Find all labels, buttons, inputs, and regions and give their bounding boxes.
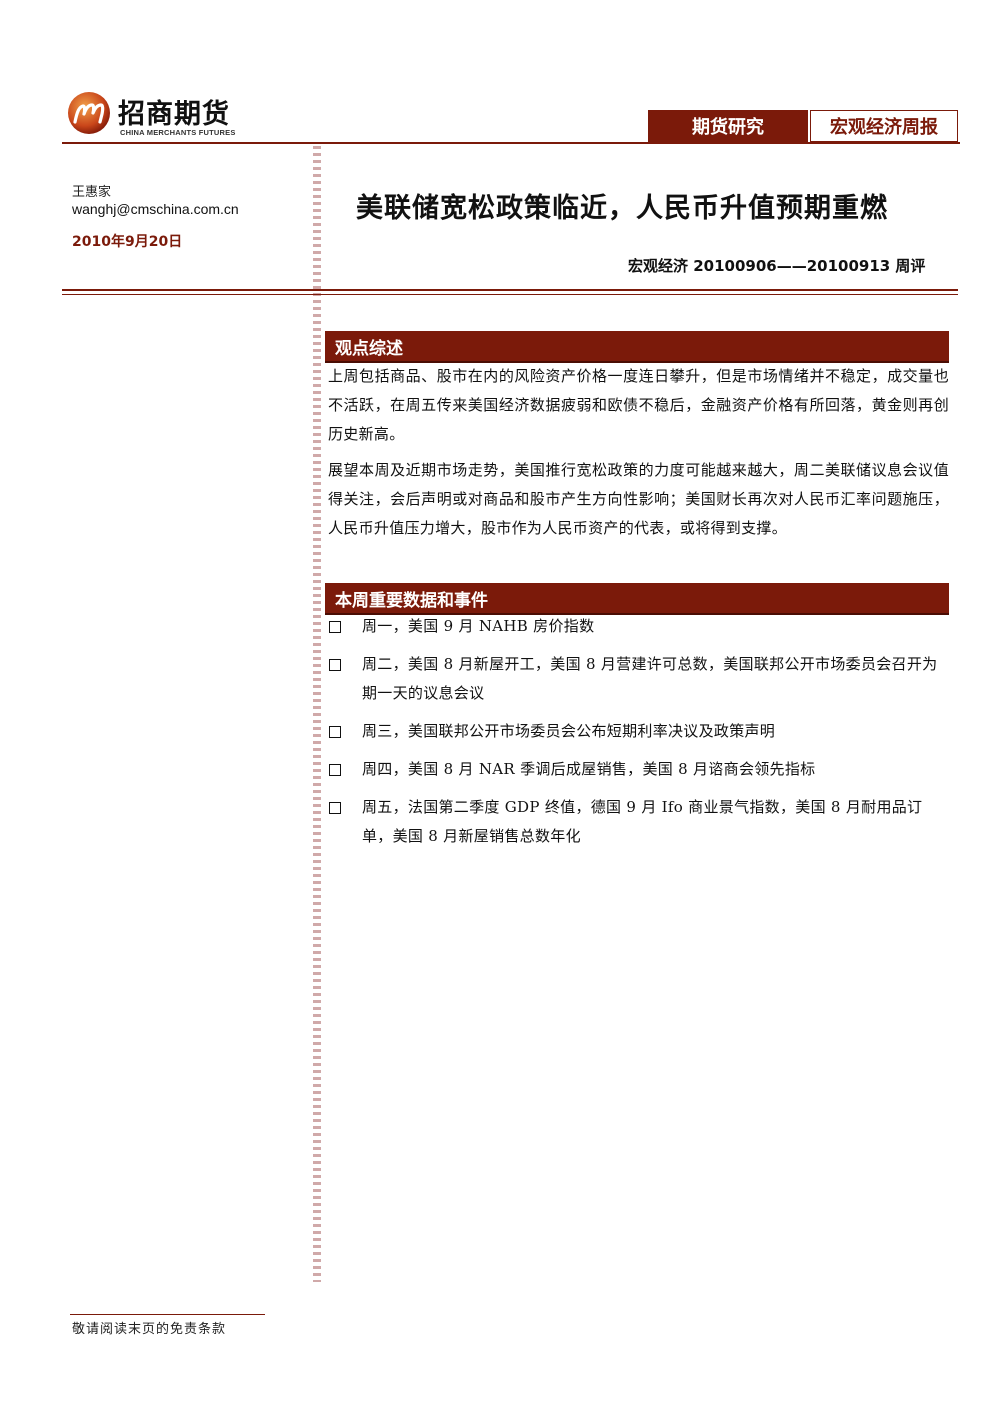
company-logo: 招商期货 CHINA MERCHANTS FUTURES bbox=[66, 90, 256, 140]
report-date: 2010年9月20日 bbox=[72, 234, 183, 250]
events-list: 周一，美国 9 月 NAHB 房价指数 周二，美国 8 月新屋开工，美国 8 月… bbox=[326, 612, 950, 860]
list-item: 周四，美国 8 月 NAR 季调后成屋销售，美国 8 月谘商会领先指标 bbox=[326, 755, 950, 784]
logo-name-cn: 招商期货 bbox=[118, 99, 230, 130]
title-rule-thick bbox=[62, 289, 958, 291]
event-text: 周三，美国联邦公开市场委员会公布短期利率决议及政策声明 bbox=[362, 722, 776, 740]
event-text: 周二，美国 8 月新屋开工，美国 8 月营建许可总数，美国联邦公开市场委员会召开… bbox=[362, 655, 938, 702]
checkbox-bullet-icon bbox=[329, 659, 341, 671]
overview-paragraph: 展望本周及近期市场走势，美国推行宽松政策的力度可能越来越大，周二美联储议息会议值… bbox=[328, 461, 949, 537]
column-divider bbox=[313, 146, 321, 1282]
tab-futures-research: 期货研究 bbox=[648, 110, 808, 142]
checkbox-bullet-icon bbox=[329, 726, 341, 738]
list-item: 周五，法国第二季度 GDP 终值，德国 9 月 Ifo 商业景气指数，美国 8 … bbox=[326, 793, 950, 851]
section-heading-events: 本周重要数据和事件 bbox=[325, 583, 949, 615]
author-email: wanghj@cmschina.com.cn bbox=[72, 201, 239, 217]
section-heading-overview: 观点综述 bbox=[325, 331, 949, 363]
event-text: 周四，美国 8 月 NAR 季调后成屋销售，美国 8 月谘商会领先指标 bbox=[362, 760, 816, 778]
event-text: 周五，法国第二季度 GDP 终值，德国 9 月 Ifo 商业景气指数，美国 8 … bbox=[362, 798, 923, 845]
document-title: 美联储宽松政策临近，人民币升值预期重燃 bbox=[356, 193, 888, 224]
list-item: 周三，美国联邦公开市场委员会公布短期利率决议及政策声明 bbox=[326, 717, 950, 746]
list-item: 周一，美国 9 月 NAHB 房价指数 bbox=[326, 612, 950, 641]
author-name: 王惠家 bbox=[72, 185, 112, 200]
cmf-logo-icon bbox=[68, 92, 110, 134]
checkbox-bullet-icon bbox=[329, 802, 341, 814]
header-divider bbox=[62, 142, 960, 144]
footer-divider bbox=[70, 1314, 265, 1315]
checkbox-bullet-icon bbox=[329, 621, 341, 633]
overview-paragraph: 上周包括商品、股市在内的风险资产价格一度连日攀升，但是市场情绪并不稳定，成交量也… bbox=[328, 367, 949, 443]
list-item: 周二，美国 8 月新屋开工，美国 8 月营建许可总数，美国联邦公开市场委员会召开… bbox=[326, 650, 950, 708]
event-text: 周一，美国 9 月 NAHB 房价指数 bbox=[362, 617, 595, 635]
title-rule-thin bbox=[62, 294, 958, 295]
checkbox-bullet-icon bbox=[329, 764, 341, 776]
footer-disclaimer: 敬请阅读末页的免责条款 bbox=[72, 1322, 227, 1337]
logo-name-en: CHINA MERCHANTS FUTURES bbox=[120, 128, 236, 137]
document-subtitle: 宏观经济 20100906——20100913 周评 bbox=[628, 257, 926, 275]
tab-macro-weekly: 宏观经济周报 bbox=[810, 110, 958, 142]
